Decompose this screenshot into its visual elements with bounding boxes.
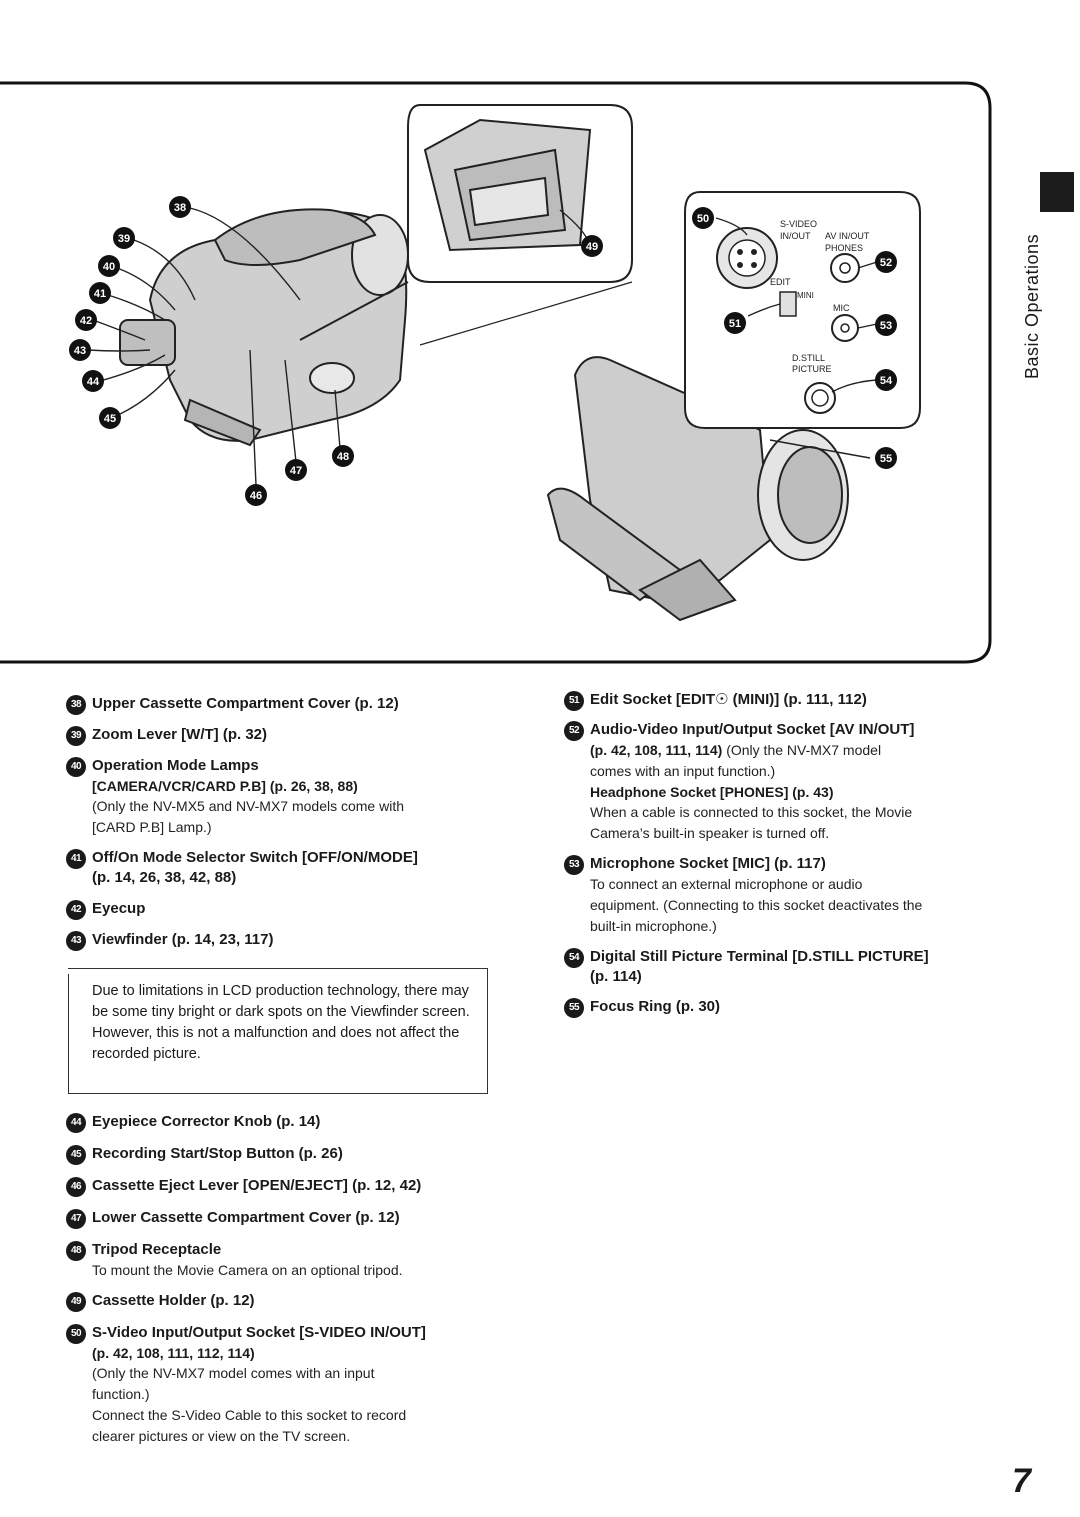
sockets-inset: S-VIDEO IN/OUT AV IN/OUT PHONES EDIT MIN… bbox=[684, 191, 921, 429]
svg-text:46: 46 bbox=[250, 490, 262, 502]
av-inout-label: AV IN/OUT bbox=[825, 231, 870, 241]
svg-text:49: 49 bbox=[586, 241, 598, 253]
page-number: 7 bbox=[1012, 1462, 1031, 1500]
section-tab-label: Basic Operations bbox=[1022, 233, 1042, 379]
callout-39: 39 bbox=[113, 227, 135, 249]
camera-left-drawing bbox=[119, 208, 409, 447]
frame-border bbox=[0, 81, 992, 664]
callout-43: 43 bbox=[69, 339, 91, 361]
callout-49: 49 bbox=[581, 235, 603, 257]
callout-48: 48 bbox=[332, 445, 354, 467]
list-item: 54 Digital Still Picture Terminal [D.STI… bbox=[564, 947, 1004, 987]
list-item: 47 Lower Cassette Compartment Cover (p. … bbox=[66, 1208, 496, 1229]
callout-40: 40 bbox=[98, 255, 120, 277]
list-item: 44 Eyepiece Corrector Knob (p. 14) bbox=[66, 1112, 496, 1133]
list-item: 55 Focus Ring (p. 30) bbox=[564, 997, 1004, 1018]
svg-text:39: 39 bbox=[118, 233, 130, 245]
item-number: 48 bbox=[66, 1241, 86, 1261]
list-item: 43 Viewfinder (p. 14, 23, 117) bbox=[66, 930, 496, 951]
item-number: 43 bbox=[66, 931, 86, 951]
item-number: 38 bbox=[66, 695, 86, 715]
callout-41: 41 bbox=[89, 282, 111, 304]
picture-label: PICTURE bbox=[792, 364, 832, 374]
callout-53: 53 bbox=[875, 314, 897, 336]
item-number: 51 bbox=[564, 691, 584, 711]
item-number: 44 bbox=[66, 1113, 86, 1133]
item-number: 41 bbox=[66, 849, 86, 869]
left-item-list-2: 44 Eyepiece Corrector Knob (p. 14) 45 Re… bbox=[66, 1112, 496, 1447]
list-item: 48 Tripod Receptacle To mount the Movie … bbox=[66, 1240, 496, 1281]
item-number: 42 bbox=[66, 900, 86, 920]
item-number: 46 bbox=[66, 1177, 86, 1197]
svg-text:47: 47 bbox=[290, 465, 302, 477]
list-item: 46 Cassette Eject Lever [OPEN/EJECT] (p.… bbox=[66, 1176, 496, 1197]
svg-text:55: 55 bbox=[880, 453, 892, 465]
item-number: 53 bbox=[564, 855, 584, 875]
note-box-border bbox=[68, 974, 69, 1094]
mini-label: MINI bbox=[797, 291, 814, 300]
edit-socket-icon bbox=[779, 291, 797, 317]
list-item: 40 Operation Mode Lamps [CAMERA/VCR/CARD… bbox=[66, 756, 496, 838]
edit-label: EDIT bbox=[770, 277, 791, 287]
callout-46: 46 bbox=[245, 484, 267, 506]
item-number: 45 bbox=[66, 1145, 86, 1165]
list-item: 42 Eyecup bbox=[66, 899, 496, 920]
item-number: 40 bbox=[66, 757, 86, 777]
list-item: 51 Edit Socket [EDIT☉ (MINI)] (p. 111, 1… bbox=[564, 690, 1004, 711]
svg-text:42: 42 bbox=[80, 315, 92, 327]
callout-55: 55 bbox=[875, 447, 897, 469]
svg-text:52: 52 bbox=[880, 257, 892, 269]
right-item-list: 51 Edit Socket [EDIT☉ (MINI)] (p. 111, 1… bbox=[564, 690, 1004, 1018]
svg-text:40: 40 bbox=[103, 261, 115, 273]
svg-text:44: 44 bbox=[87, 376, 100, 388]
dstill-label: D.STILL bbox=[792, 353, 825, 363]
inout-label: IN/OUT bbox=[780, 231, 811, 241]
callout-44: 44 bbox=[82, 370, 104, 392]
svideo-label: S-VIDEO bbox=[780, 219, 817, 229]
section-tab-marker bbox=[1040, 172, 1074, 212]
callout-54: 54 bbox=[875, 369, 897, 391]
list-item: 49 Cassette Holder (p. 12) bbox=[66, 1291, 496, 1312]
figure-illustration: S-VIDEO IN/OUT AV IN/OUT PHONES EDIT MIN… bbox=[0, 0, 1080, 680]
mic-label: MIC bbox=[833, 303, 850, 313]
list-item: 41 Off/On Mode Selector Switch [OFF/ON/M… bbox=[66, 848, 496, 888]
leader-lines-left bbox=[87, 207, 341, 486]
left-item-list: 38 Upper Cassette Compartment Cover (p. … bbox=[66, 694, 496, 951]
item-number: 52 bbox=[564, 721, 584, 741]
svg-text:45: 45 bbox=[104, 413, 116, 425]
item-number: 47 bbox=[66, 1209, 86, 1229]
svg-text:53: 53 bbox=[880, 320, 892, 332]
item-number: 55 bbox=[564, 998, 584, 1018]
note-box: Due to limitations in LCD production tec… bbox=[68, 968, 488, 1094]
callout-51: 51 bbox=[724, 312, 746, 334]
list-item: 52 Audio-Video Input/Output Socket [AV I… bbox=[564, 720, 1004, 844]
callout-45: 45 bbox=[99, 407, 121, 429]
item-number: 49 bbox=[66, 1292, 86, 1312]
svg-text:50: 50 bbox=[697, 213, 709, 225]
callout-50: 50 bbox=[692, 207, 714, 229]
list-item: 53 Microphone Socket [MIC] (p. 117) To c… bbox=[564, 854, 1004, 937]
item-number: 54 bbox=[564, 948, 584, 968]
list-item: 50 S-Video Input/Output Socket [S-VIDEO … bbox=[66, 1323, 496, 1447]
list-item: 38 Upper Cassette Compartment Cover (p. … bbox=[66, 694, 496, 715]
list-item: 45 Recording Start/Stop Button (p. 26) bbox=[66, 1144, 496, 1165]
svg-text:43: 43 bbox=[74, 345, 86, 357]
svg-text:41: 41 bbox=[94, 288, 106, 300]
phones-label: PHONES bbox=[825, 243, 863, 253]
callout-47: 47 bbox=[285, 459, 307, 481]
callout-52: 52 bbox=[875, 251, 897, 273]
callout-42: 42 bbox=[75, 309, 97, 331]
callout-38: 38 bbox=[169, 196, 191, 218]
item-number: 39 bbox=[66, 726, 86, 746]
svg-text:54: 54 bbox=[880, 375, 893, 387]
cassette-inset bbox=[299, 104, 633, 346]
svg-text:38: 38 bbox=[174, 202, 186, 214]
svg-text:51: 51 bbox=[729, 318, 741, 330]
list-item: 39 Zoom Lever [W/T] (p. 32) bbox=[66, 725, 496, 746]
item-number: 50 bbox=[66, 1324, 86, 1344]
svg-text:48: 48 bbox=[337, 451, 349, 463]
